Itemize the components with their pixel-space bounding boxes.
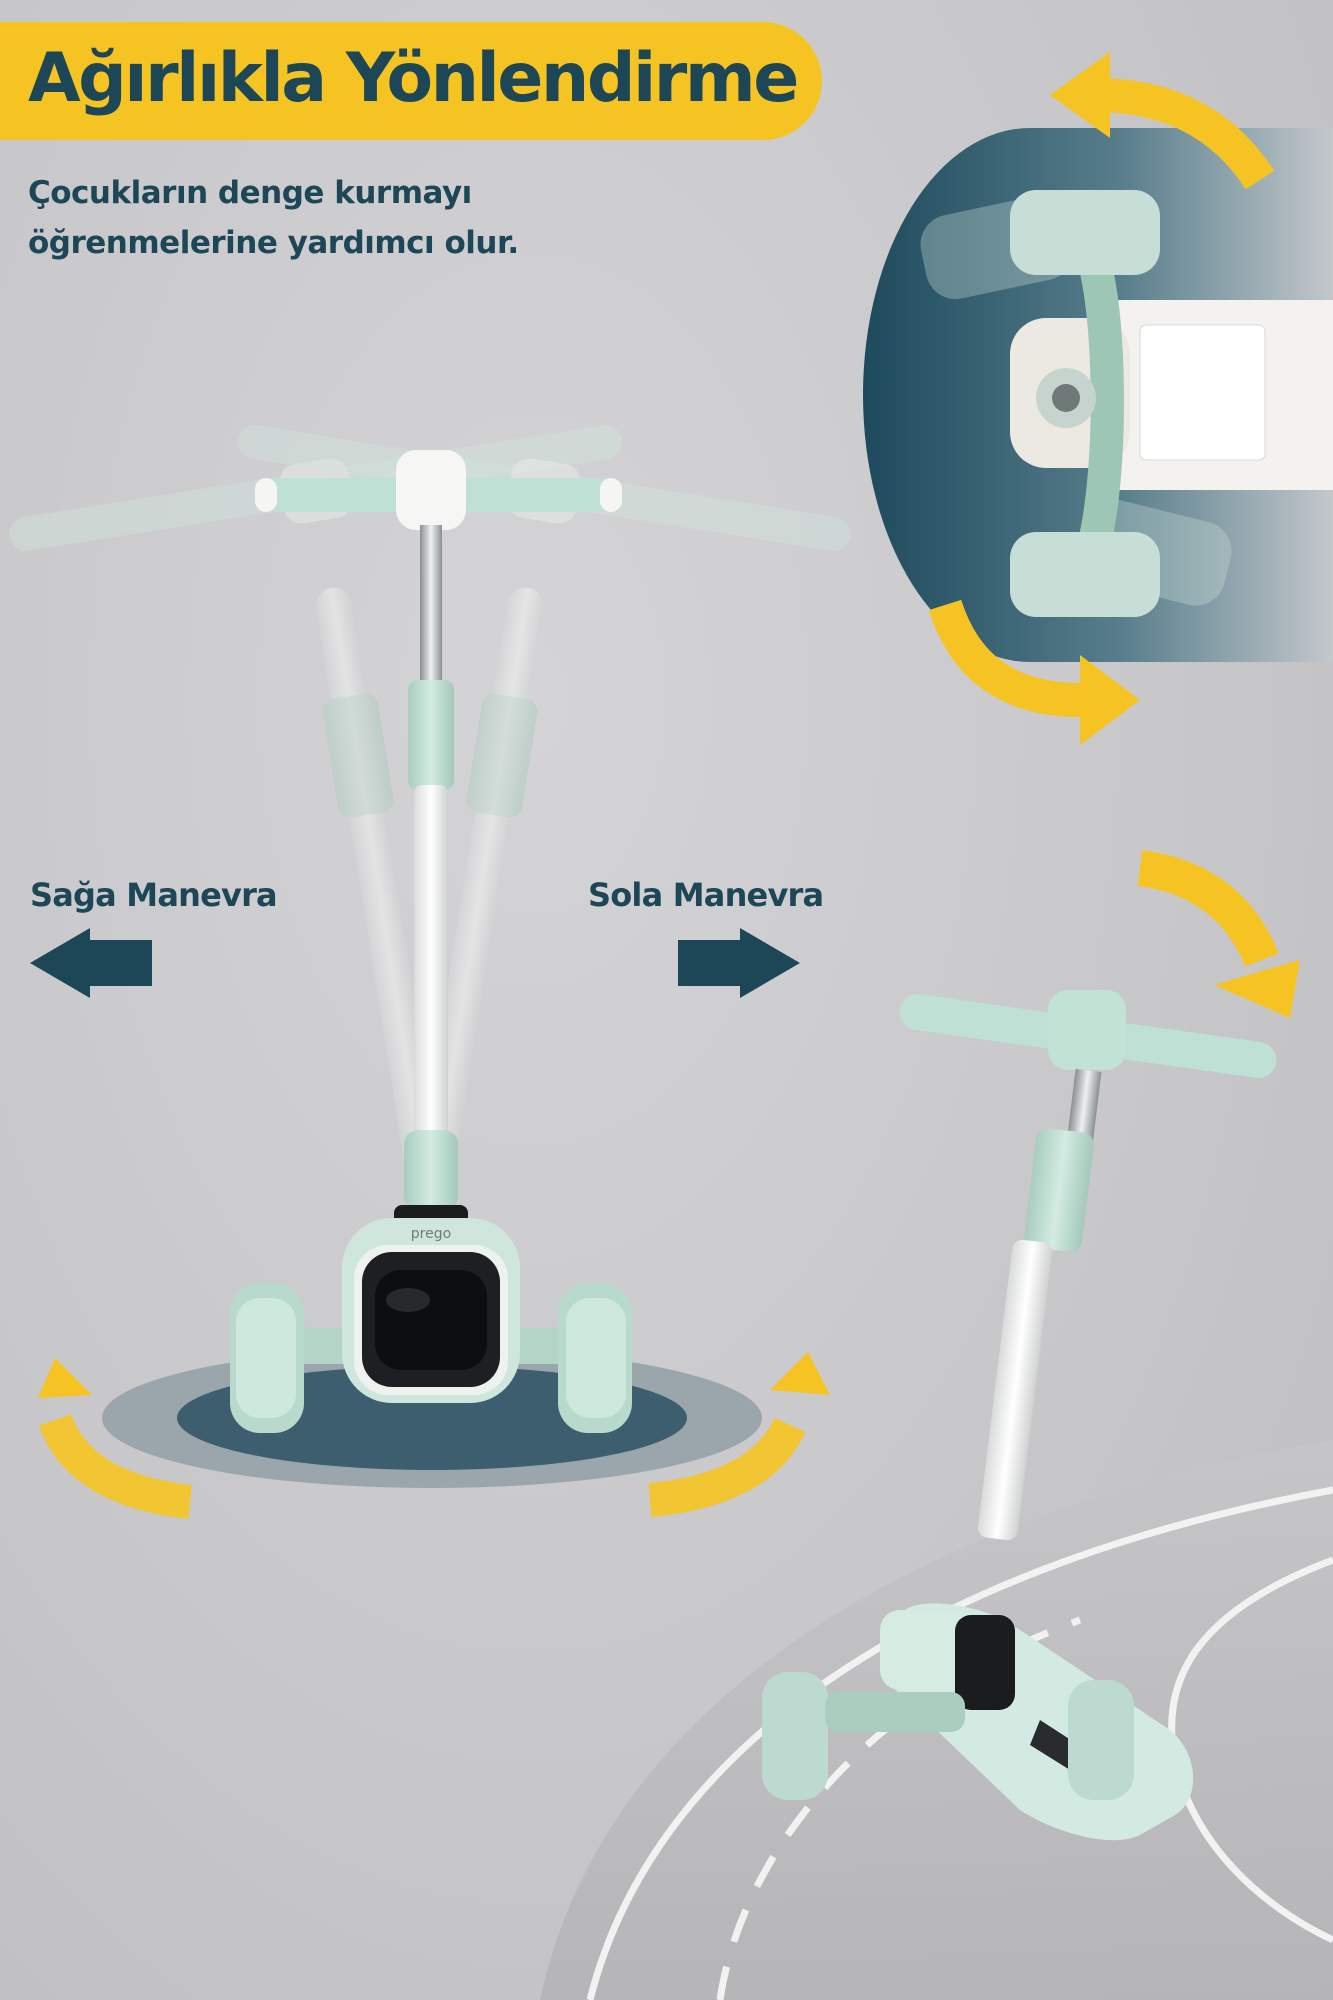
scooter-side-view xyxy=(762,990,1277,1841)
curved-arrow-icon xyxy=(648,1352,830,1517)
left-maneuver-label: Sola Manevra xyxy=(588,876,824,914)
curved-arrow-icon xyxy=(38,1358,193,1519)
ghost-scooter-left xyxy=(9,425,623,1181)
left-arrow-icon xyxy=(30,928,152,998)
scooter-front-view xyxy=(230,450,632,1433)
curved-arrow-icon xyxy=(1050,52,1275,190)
ghost-scooter-right xyxy=(237,425,851,1181)
curved-arrow-icon xyxy=(928,599,1140,745)
page-subtitle: Çocukların denge kurmayı öğrenmelerine y… xyxy=(28,175,519,261)
right-maneuver-label: Sağa Manevra xyxy=(30,876,278,914)
right-arrow-icon xyxy=(678,928,800,998)
brand-logo: prego xyxy=(411,1226,451,1242)
curved-arrow-icon xyxy=(1137,850,1300,1018)
steering-detail-panel xyxy=(863,128,1333,662)
page-title: Ağırlıkla Yönlendirme xyxy=(28,39,799,118)
title-banner xyxy=(0,22,822,140)
